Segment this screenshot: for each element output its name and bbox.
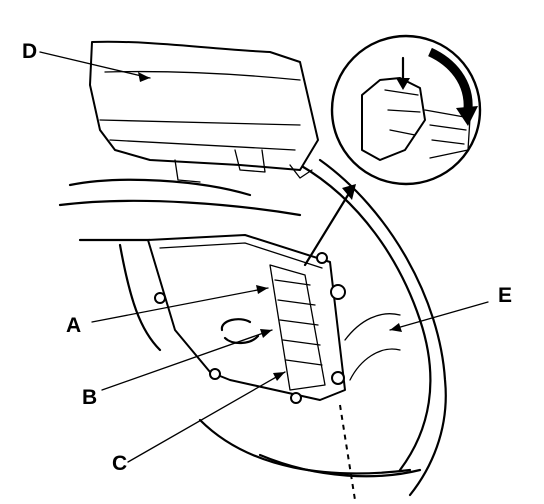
callout-label-c: C [112, 452, 127, 475]
ecm-module [147, 234, 346, 404]
connector-detail-inset [303, 34, 482, 267]
leader-lines [39, 51, 489, 463]
callout-label-b: B [82, 386, 97, 409]
component-d-cover [89, 40, 319, 183]
callout-label-a: A [66, 314, 81, 337]
callout-label-e: E [498, 284, 512, 307]
vehicle-body-outline [58, 158, 447, 501]
callout-label-d: D [22, 40, 37, 63]
